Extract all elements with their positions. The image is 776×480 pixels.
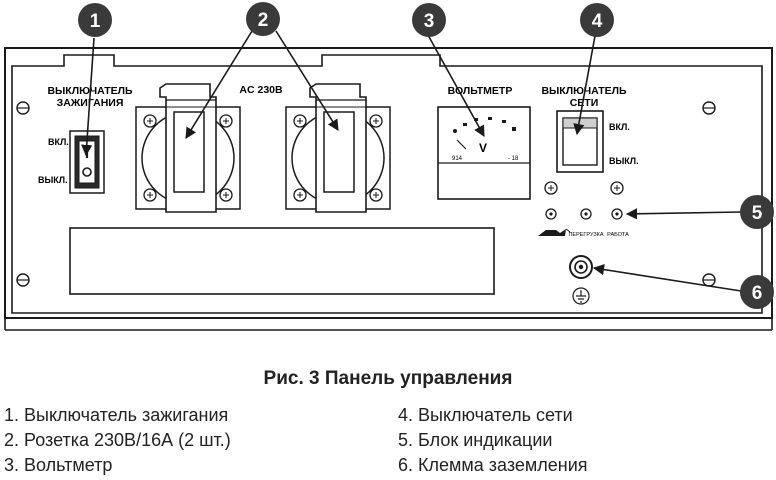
callout-4-leader xyxy=(573,35,596,136)
panel-screw xyxy=(610,181,624,195)
callout-6-leader xyxy=(592,264,742,292)
figure-caption: Рис. 3 Панель управления xyxy=(263,368,513,389)
svg-text:1: 1 xyxy=(90,11,101,32)
callout-1: 1 xyxy=(78,3,112,37)
mains-off-label: ВЫКЛ. xyxy=(609,156,639,166)
panel-slot xyxy=(69,227,495,295)
callout-5-leader xyxy=(625,208,742,220)
indicator-lamp-work xyxy=(611,208,623,220)
grounding-terminal xyxy=(569,255,593,279)
ground-symbol-icon xyxy=(572,287,590,305)
svg-text:5: 5 xyxy=(752,203,763,224)
panel-frame xyxy=(4,47,773,331)
callout-1-leader xyxy=(81,37,95,157)
callout-2: 2 xyxy=(246,2,280,36)
callout-3-leader xyxy=(427,34,485,137)
voltmeter xyxy=(437,106,531,200)
voltmeter-scale-left: 914 xyxy=(452,156,463,162)
svg-text:2: 2 xyxy=(258,10,269,31)
ignition-on-label: ВКЛ. xyxy=(48,137,69,147)
sockets-label: AC 230B xyxy=(239,84,283,96)
socket-right xyxy=(285,83,391,213)
voltmeter-scale-right: - 18 xyxy=(508,156,519,162)
corner-screw xyxy=(16,273,30,287)
indicator-lamp-oil xyxy=(545,208,557,220)
oil-can-icon xyxy=(538,228,571,236)
callout-4: 4 xyxy=(580,3,614,37)
legend-item-4: 4. Выключатель сети xyxy=(398,405,573,425)
indicator-work-label: РАБОТА xyxy=(607,232,629,238)
callout-6: 6 xyxy=(740,275,774,309)
svg-text:6: 6 xyxy=(752,283,763,304)
legend-item-5: 5. Блок индикации xyxy=(398,430,553,450)
callout-3: 3 xyxy=(412,3,446,37)
socket-left xyxy=(135,83,241,213)
corner-screw xyxy=(16,101,30,115)
indicator-lamp-overload xyxy=(580,208,592,220)
legend-item-3: 3. Вольтметр xyxy=(4,455,113,475)
svg-text:4: 4 xyxy=(592,11,603,32)
legend-left: 1. Выключатель зажигания 2. Розетка 230В… xyxy=(4,403,231,478)
voltmeter-label: ВОЛЬТМЕТР xyxy=(448,85,513,97)
corner-screw xyxy=(702,101,716,115)
svg-text:3: 3 xyxy=(424,11,435,32)
callout-2-leader-right xyxy=(275,30,339,131)
callout-5: 5 xyxy=(740,195,774,229)
legend-item-1: 1. Выключатель зажигания xyxy=(4,405,229,425)
control-panel-diagram: ВЫКЛЮЧАТЕЛЬ ЗАЖИГАНИЯ ВКЛ. ВЫКЛ. AC 230B xyxy=(4,2,774,331)
ignition-off-label: ВЫКЛ. xyxy=(38,175,68,185)
legend-item-2: 2. Розетка 230В/16А (2 шт.) xyxy=(4,430,231,450)
corner-screw xyxy=(702,273,716,287)
panel-screw xyxy=(544,181,558,195)
callout-2-leader-left xyxy=(185,30,253,139)
mains-switch-label-line2: СЕТИ xyxy=(570,97,599,109)
indicator-overload-label: ПЕРЕГРУЗКА xyxy=(568,232,603,238)
mains-on-label: ВКЛ. xyxy=(609,122,630,132)
legend-item-6: 6. Клемма заземления xyxy=(398,455,588,475)
voltmeter-unit: V xyxy=(479,141,487,155)
legend-right: 4. Выключатель сети 5. Блок индикации 6.… xyxy=(398,403,588,478)
